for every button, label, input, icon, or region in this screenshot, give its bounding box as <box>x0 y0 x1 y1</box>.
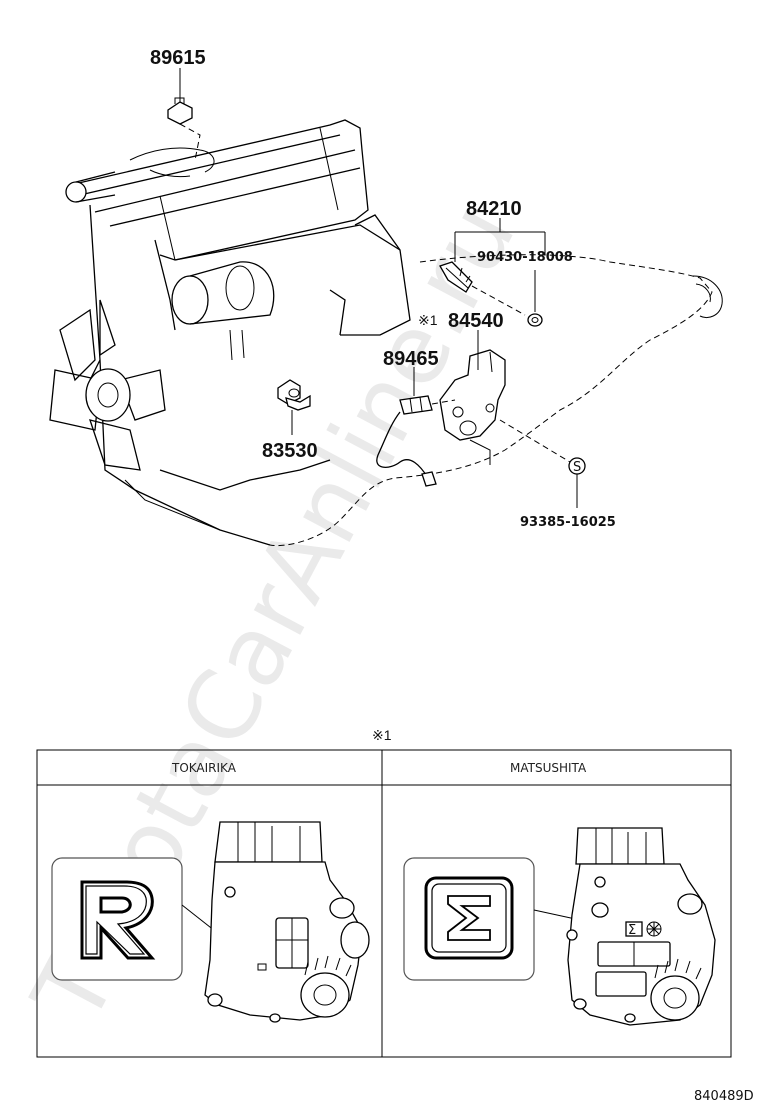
sensor-84210 <box>439 261 473 293</box>
sensor-89465 <box>376 395 437 487</box>
table-header-tokairika: TOKAIRIKA <box>171 761 237 775</box>
part-label-89465: 89465 <box>383 348 439 370</box>
tokairika-logo <box>51 857 183 981</box>
switch-84540 <box>439 349 506 441</box>
engine-assembly-illustration: S <box>49 97 723 547</box>
part-label-83530: 83530 <box>262 440 318 462</box>
part-label-93385-16025: 93385-16025 <box>520 515 616 530</box>
table-header-matsushita: MATSUSHITA <box>510 761 587 775</box>
part-label-84210: 84210 <box>466 198 522 220</box>
diagram-code: 840489D <box>694 1089 754 1104</box>
tokairika-switch-drawing <box>204 821 370 1023</box>
leader-lines <box>179 68 578 508</box>
matsushita-switch-drawing: Σ <box>566 827 716 1026</box>
sensor-83530 <box>277 379 311 411</box>
cooling-fan <box>49 299 166 471</box>
matsushita-logo <box>403 857 535 981</box>
svg-text:S: S <box>573 460 581 475</box>
part-label-90430-18008: 90430-18008 <box>477 250 573 265</box>
svg-text:Σ: Σ <box>628 923 636 938</box>
detail-note: ※1 <box>372 727 392 743</box>
part-label-89615: 89615 <box>150 47 206 69</box>
washer-90430-18008 <box>527 313 543 327</box>
part-label-84540: 84540 <box>448 310 504 332</box>
detail-table <box>36 749 732 1058</box>
part-note-84540: ※1 <box>418 312 438 328</box>
